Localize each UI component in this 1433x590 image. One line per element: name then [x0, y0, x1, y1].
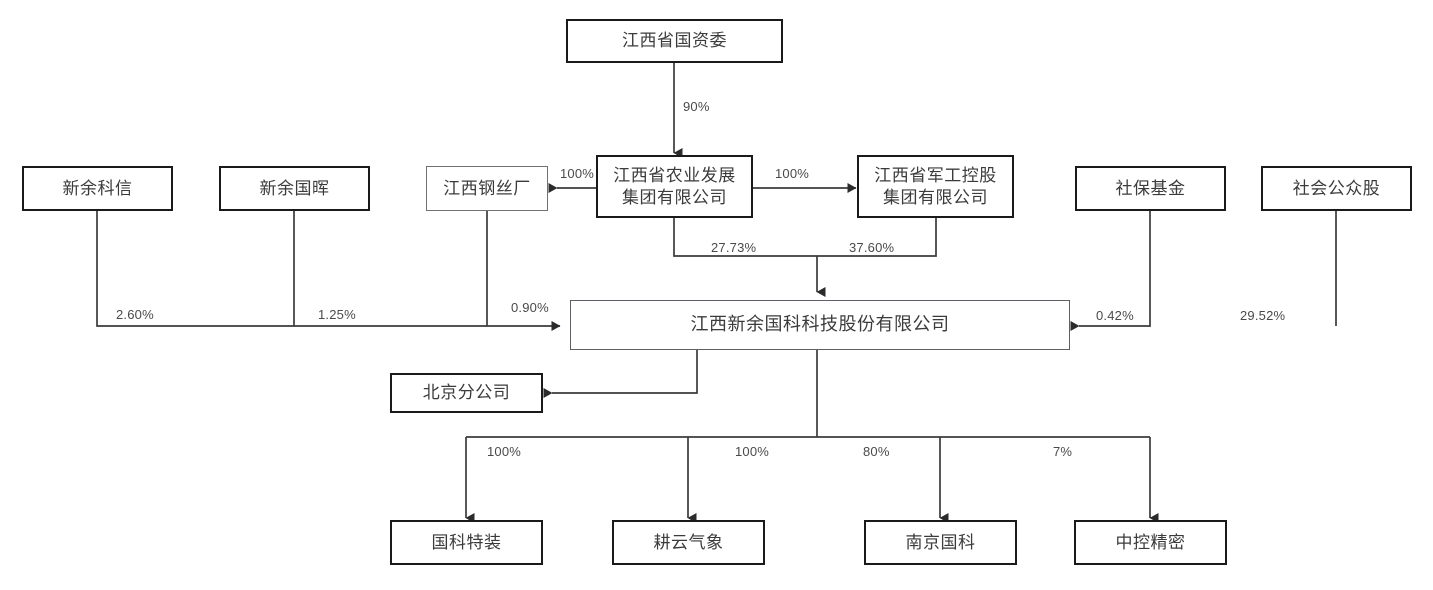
- edge-label-military-to-core: 37.60%: [849, 240, 895, 255]
- edge-label-public-to-core: 29.52%: [1240, 308, 1286, 323]
- node-label: 江西省军工控股 集团有限公司: [874, 165, 997, 207]
- edge-label-core-to-gengyun: 100%: [735, 444, 770, 459]
- edge-label-xinyu-kexin-to-core: 2.60%: [116, 307, 154, 322]
- edge-label-agri-to-steelwire: 100%: [560, 166, 595, 181]
- node-gengyun-meteorology[interactable]: 耕云气象: [612, 520, 765, 565]
- node-agriculture-development-group[interactable]: 江西省农业发展 集团有限公司: [596, 155, 753, 218]
- node-label: 社保基金: [1115, 178, 1186, 198]
- node-beijing-branch[interactable]: 北京分公司: [390, 373, 543, 413]
- edge-label-core-to-nanjing-guoke: 80%: [863, 444, 890, 459]
- edge-label-agri-to-military: 100%: [775, 166, 810, 181]
- node-jiangxi-steel-wire-factory[interactable]: 江西钢丝厂: [426, 166, 548, 211]
- node-label: 新余科信: [62, 178, 133, 198]
- node-label: 新余国晖: [259, 178, 330, 198]
- edge-label-xinyu-guohui-to-core: 1.25%: [318, 307, 356, 322]
- edge-label-steelwire-to-core: 0.90%: [511, 300, 549, 315]
- node-label: 江西新余国科科技股份有限公司: [690, 314, 950, 335]
- edge-label-core-to-guoke-tezhuang: 100%: [487, 444, 522, 459]
- node-social-security-fund[interactable]: 社保基金: [1075, 166, 1226, 211]
- edge-label-core-to-zhongkong: 7%: [1053, 444, 1073, 459]
- edge-label-sasac-to-agri: 90%: [683, 99, 710, 114]
- node-core-company[interactable]: 江西新余国科科技股份有限公司: [570, 300, 1070, 350]
- node-xinyu-kexin[interactable]: 新余科信: [22, 166, 173, 211]
- node-label: 社会公众股: [1292, 178, 1381, 198]
- node-military-industry-holding-group[interactable]: 江西省军工控股 集团有限公司: [857, 155, 1014, 218]
- node-label: 国科特装: [431, 532, 502, 552]
- node-label: 江西省国资委: [622, 31, 727, 51]
- node-label: 耕云气象: [653, 532, 724, 552]
- node-nanjing-guoke[interactable]: 南京国科: [864, 520, 1017, 565]
- edge-label-ssf-to-core: 0.42%: [1096, 308, 1134, 323]
- edge-label-agri-to-core: 27.73%: [711, 240, 757, 255]
- node-sasac[interactable]: 江西省国资委: [566, 19, 783, 63]
- node-label: 北京分公司: [422, 383, 511, 403]
- node-label: 江西钢丝厂: [443, 178, 531, 198]
- node-label: 江西省农业发展 集团有限公司: [613, 165, 736, 207]
- node-label: 中控精密: [1115, 532, 1186, 552]
- node-zhongkong-precision[interactable]: 中控精密: [1074, 520, 1227, 565]
- node-public-shares[interactable]: 社会公众股: [1261, 166, 1412, 211]
- node-xinyu-guohui[interactable]: 新余国晖: [219, 166, 370, 211]
- node-guoke-special-equipment[interactable]: 国科特装: [390, 520, 543, 565]
- node-label: 南京国科: [905, 532, 976, 552]
